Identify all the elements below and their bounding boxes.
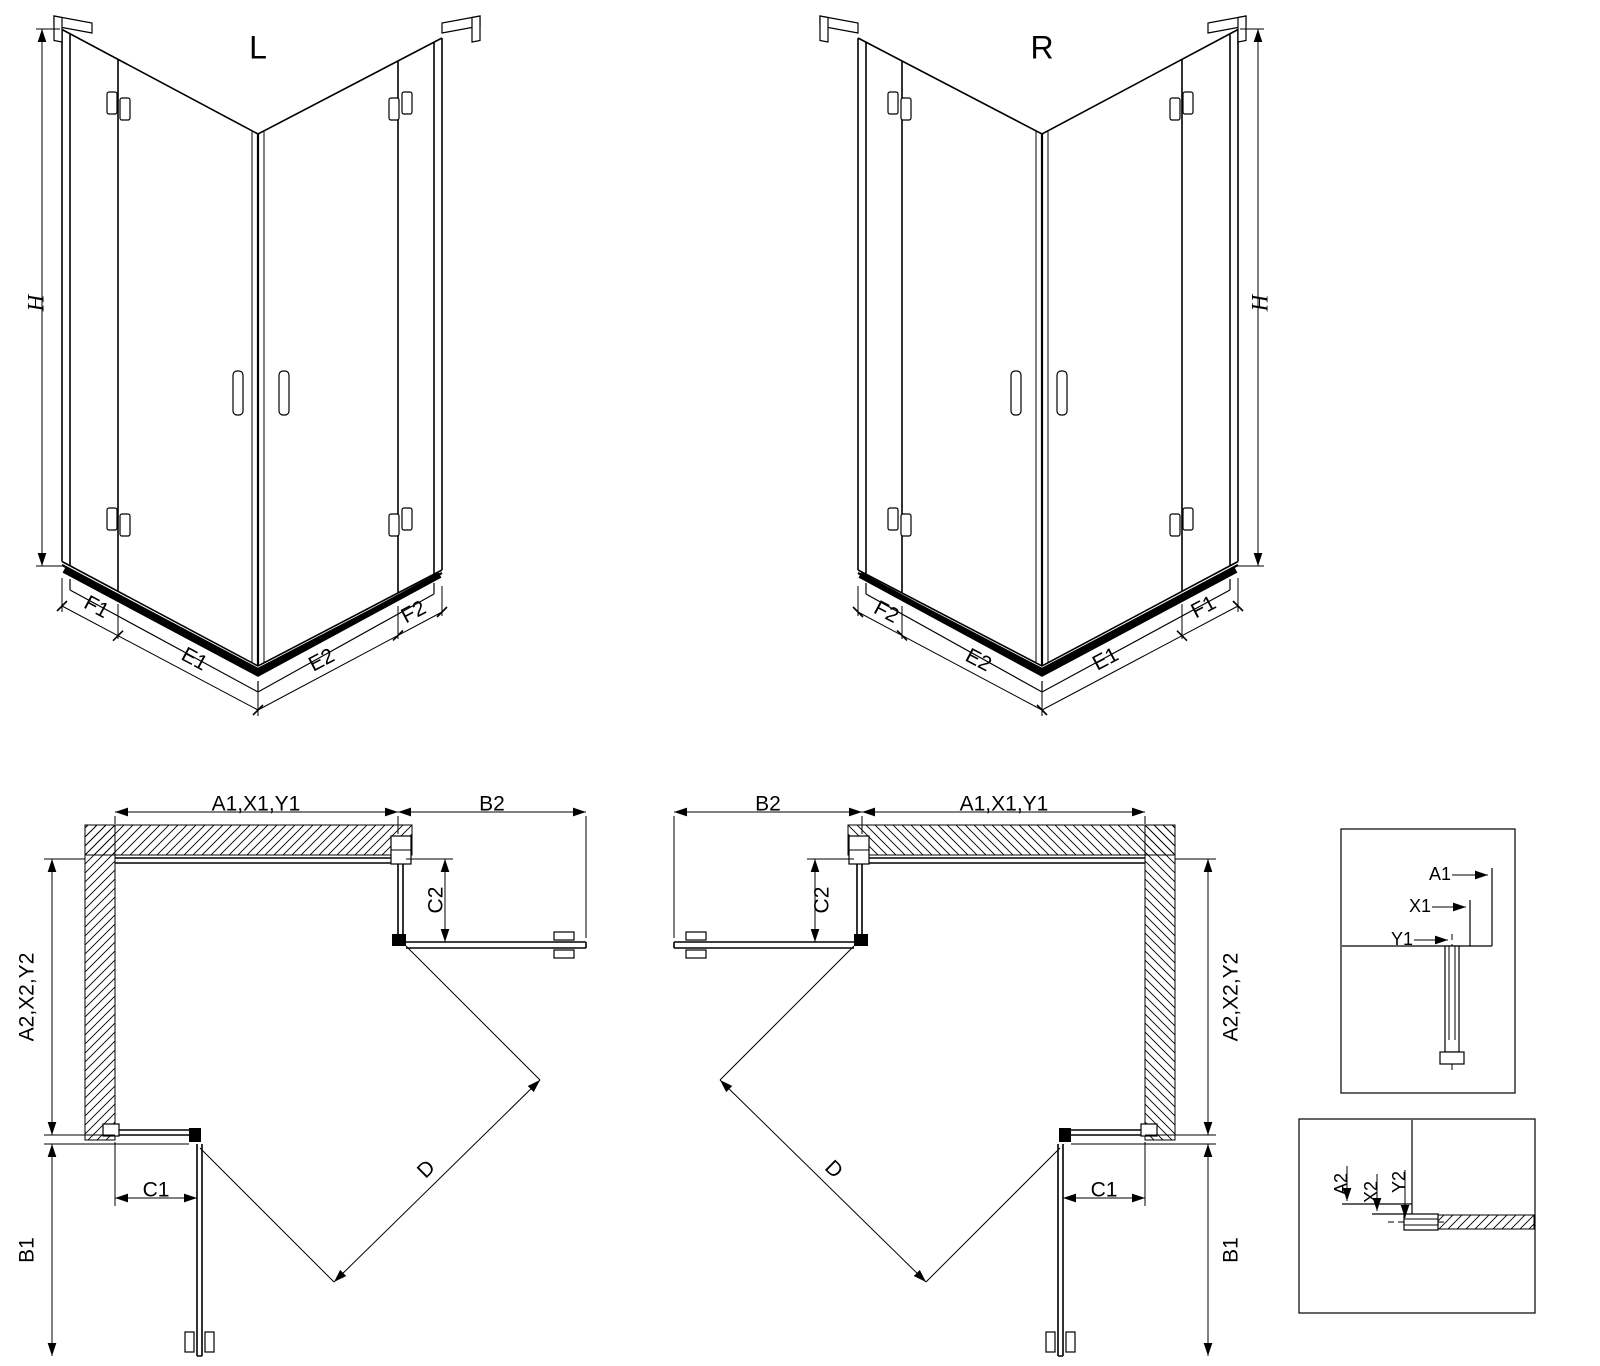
detail-label-x1: X1: [1409, 896, 1431, 916]
detail-label-a2: A2: [1331, 1173, 1351, 1195]
dim-label-height-right: H: [1247, 293, 1272, 312]
dim-label-a1: A1,X1,Y1: [212, 793, 301, 816]
dim-label-height-left: H: [23, 293, 48, 312]
dim-label-c2: C2: [425, 887, 448, 914]
dim-label-a2: A2,X2,Y2: [16, 953, 39, 1042]
dim-label-b1: B1: [16, 1237, 39, 1263]
dim-label-a1: A1,X1,Y1: [960, 793, 1049, 816]
dim-label-e2: E2: [962, 644, 995, 676]
dim-label-f2: F2: [870, 596, 902, 628]
dim-label-b1: B1: [1220, 1237, 1243, 1263]
profile-section: [1342, 868, 1493, 1074]
iso-view-left: L H F1 E1 E2 F2: [23, 16, 480, 716]
dim-label-b2: B2: [755, 793, 781, 816]
dim-label-d: D: [413, 1156, 440, 1183]
dim-label-c1: C1: [1091, 1179, 1118, 1202]
plan-view-right: B2 A1,X1,Y1 C2 A2,X2,Y2 B1 C1 D: [674, 793, 1243, 1356]
dim-label-e2: E2: [305, 644, 338, 676]
dim-label-b2: B2: [479, 793, 505, 816]
plan-view-left: A1,X1,Y1 B2 C2 A2,X2,Y2 B1 C1 D: [16, 793, 586, 1356]
glass-hatch-strip: [1437, 1214, 1535, 1230]
detail-label-y2: Y2: [1389, 1171, 1409, 1193]
detail-box-border: [1298, 1118, 1536, 1314]
detail-profile-bottom: A2 X2 Y2: [1298, 1118, 1536, 1314]
detail-dimension-arrows: [1342, 1166, 1410, 1218]
detail-box-border: [1340, 828, 1516, 1094]
detail-label-a1: A1: [1429, 864, 1451, 884]
dim-label-c2: C2: [811, 887, 834, 914]
detail-label-x2: X2: [1361, 1181, 1381, 1203]
dim-label-a2: A2,X2,Y2: [1220, 953, 1243, 1042]
profile-section: [1342, 1120, 1535, 1231]
detail-label-y1: Y1: [1391, 929, 1413, 949]
dim-label-f2: F2: [397, 596, 429, 628]
iso-view-right: R H F2 E2 E1 F1: [820, 16, 1272, 716]
detail-profile-top: A1 X1 Y1: [1340, 828, 1516, 1094]
dim-label-c1: C1: [143, 1179, 170, 1202]
detail-dimension-arrows: [1414, 870, 1488, 945]
dim-label-d: D: [820, 1156, 847, 1183]
iso-right-title: R: [1030, 29, 1053, 65]
iso-left-title: L: [249, 29, 267, 65]
